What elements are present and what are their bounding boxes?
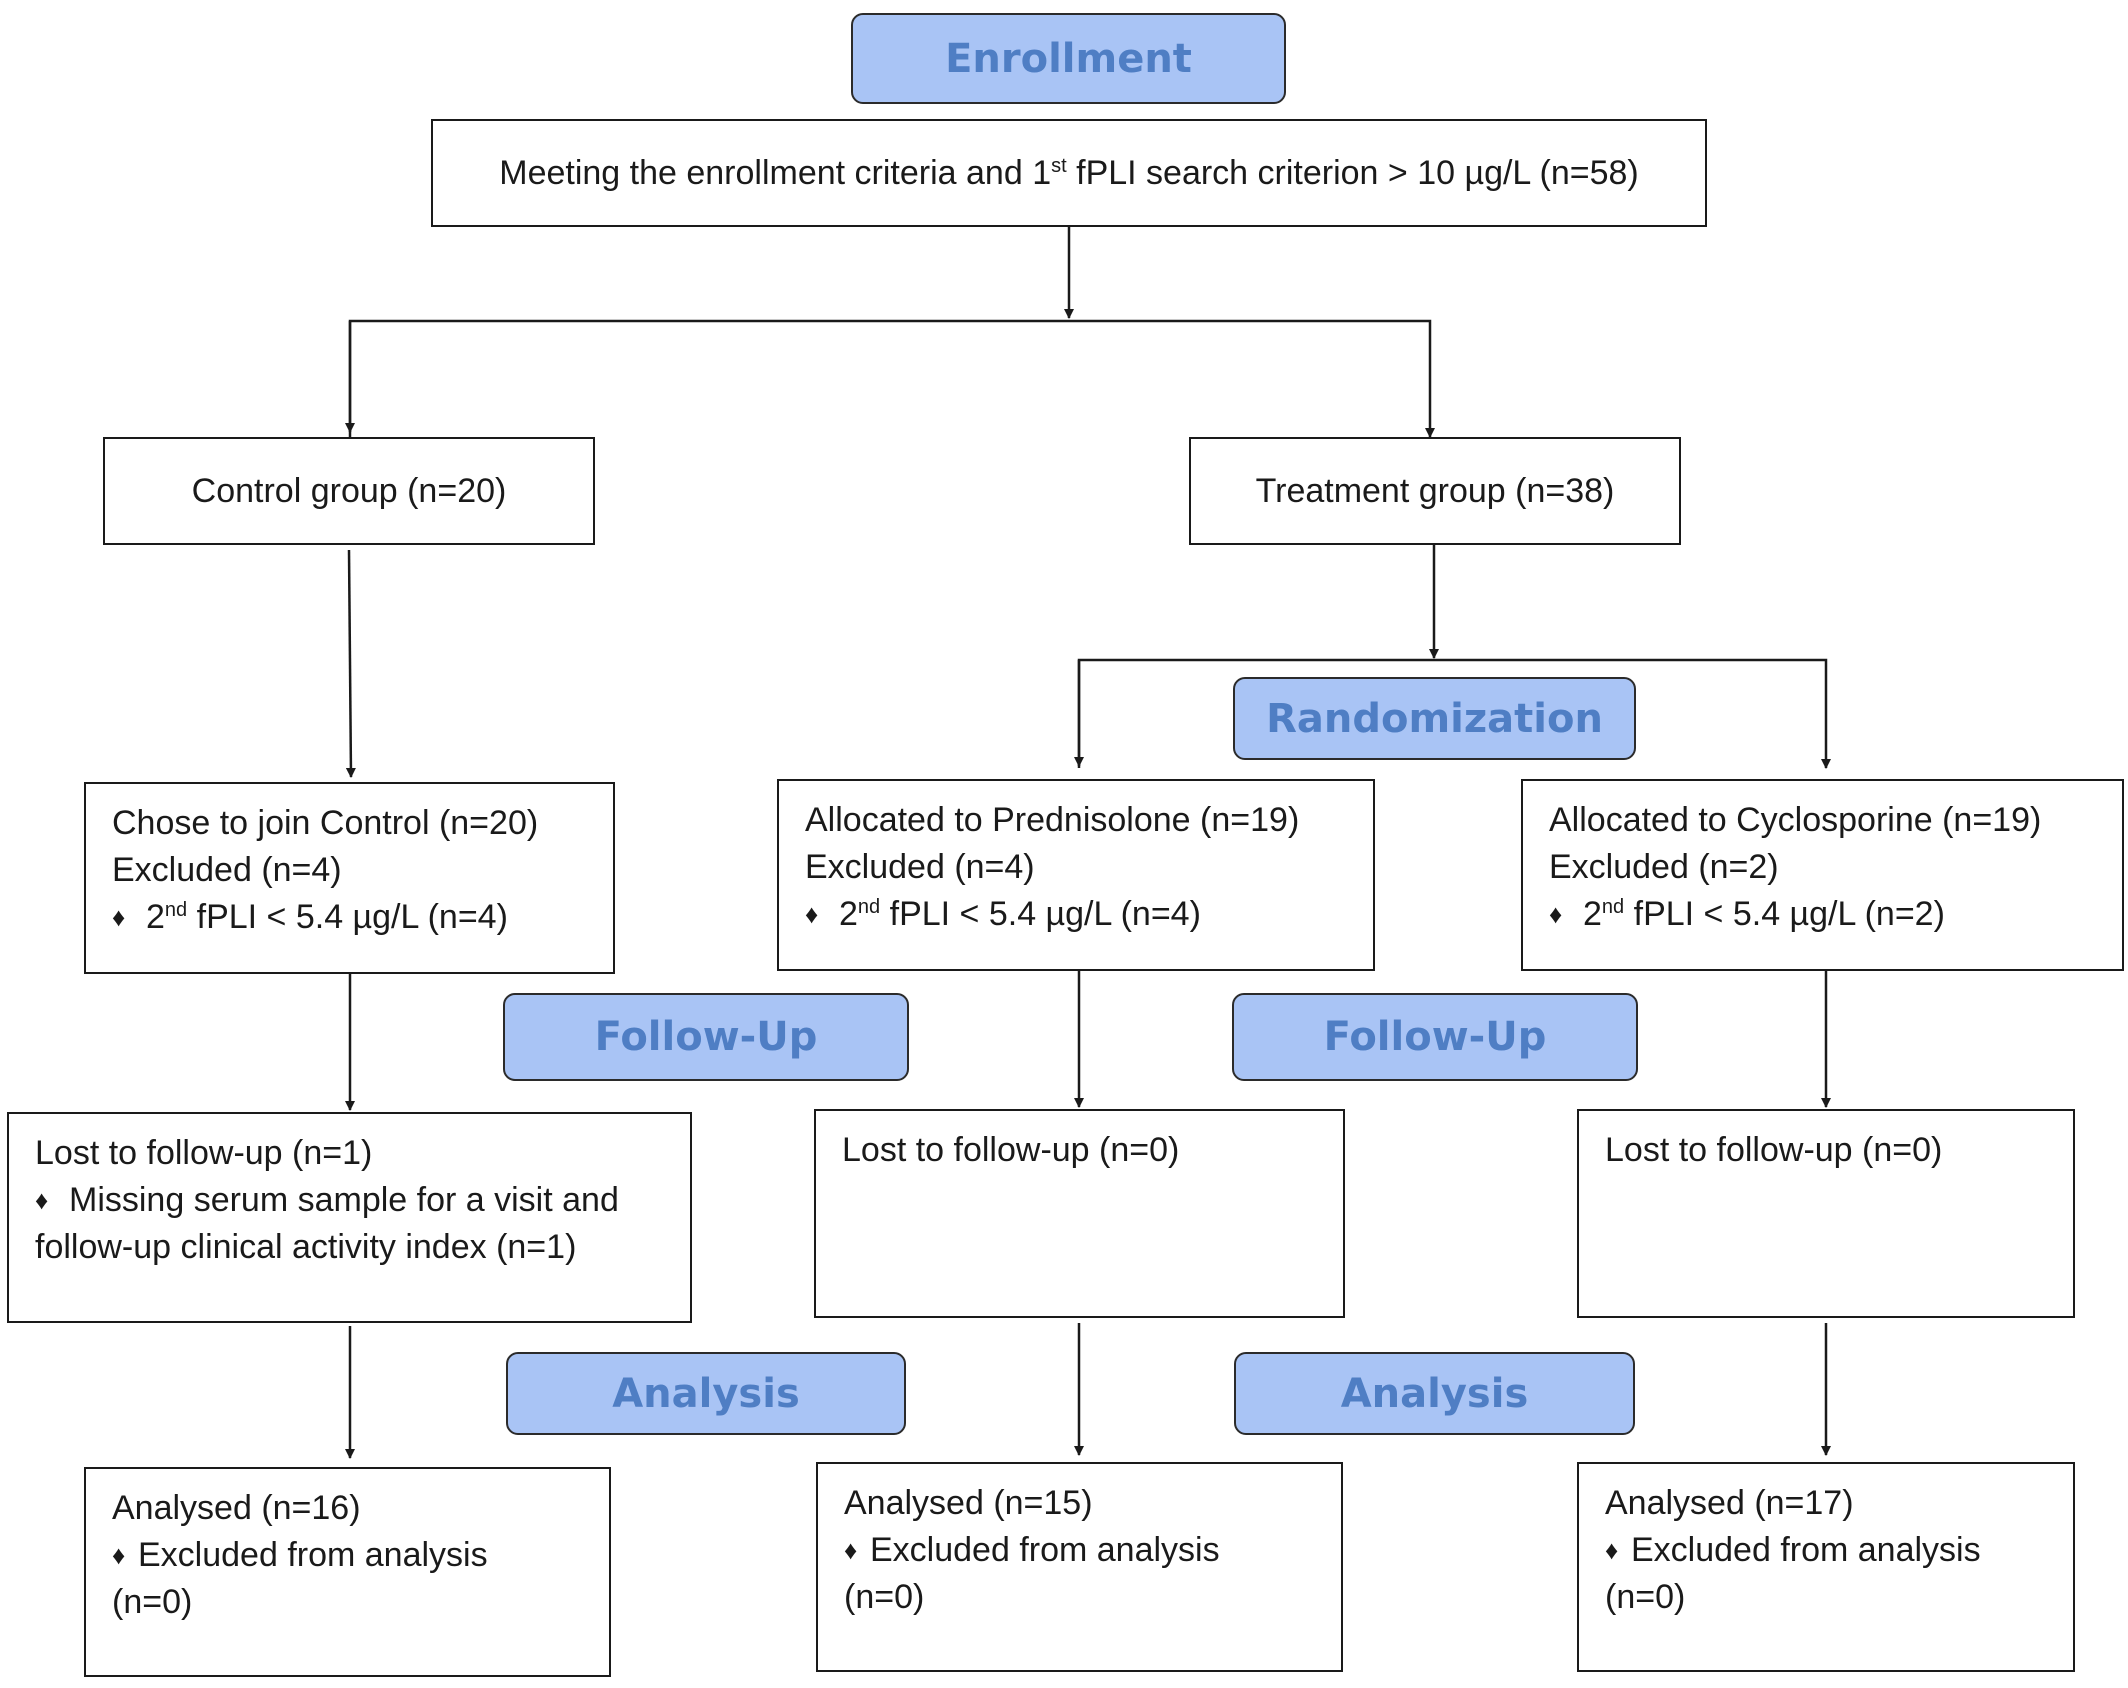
stage-randomization: Randomization (1233, 677, 1636, 760)
analysis-cyclosporine-box: Analysed (n=17) ♦Excluded from analysis … (1577, 1462, 2075, 1672)
bullet-icon: ♦ (1605, 1535, 1619, 1565)
followup-control-title: Lost to follow-up (n=1) (35, 1134, 373, 1172)
followup-cyclosporine-box: Lost to follow-up (n=0) (1577, 1109, 2075, 1318)
followup-cyclosporine-title: Lost to follow-up (n=0) (1605, 1131, 1943, 1169)
analysis-control-excluded: ♦Excluded from analysis (112, 1532, 583, 1579)
bullet-icon: ♦ (112, 1540, 126, 1570)
stage-enrollment: Enrollment (851, 13, 1286, 104)
bullet-icon: ♦ (35, 1185, 49, 1215)
analysis-cyclosporine-excluded: ♦Excluded from analysis (1605, 1527, 2047, 1574)
allocation-control-criterion: ♦2nd fPLI < 5.4 µg/L (n=4) (112, 894, 587, 941)
stage-followup-left: Follow-Up (503, 993, 909, 1081)
enrollment-criteria-text: Meeting the enrollment criteria and 1st … (499, 153, 1639, 192)
bullet-icon: ♦ (844, 1535, 858, 1565)
analysis-prednisolone-box: Analysed (n=15) ♦Excluded from analysis … (816, 1462, 1343, 1672)
followup-prednisolone-box: Lost to follow-up (n=0) (814, 1109, 1345, 1318)
enrollment-criteria-box: Meeting the enrollment criteria and 1st … (431, 119, 1707, 227)
allocation-cyclosporine-box: Allocated to Cyclosporine (n=19) Exclude… (1521, 779, 2124, 971)
followup-control-reason-cont: follow-up clinical activity index (n=1) (35, 1228, 577, 1266)
followup-control-reason: ♦Missing serum sample for a visit and (35, 1177, 664, 1224)
arrow-control-to-allocation (345, 549, 356, 778)
analysis-prednisolone-excluded-count: (n=0) (844, 1578, 925, 1616)
stage-followup-right: Follow-Up (1232, 993, 1638, 1081)
bullet-icon: ♦ (805, 899, 819, 929)
allocation-control-box: Chose to join Control (n=20) Excluded (n… (84, 782, 615, 974)
split-line-top (348, 319, 1435, 438)
analysis-cyclosporine-excluded-count: (n=0) (1605, 1578, 1686, 1616)
analysis-control-title: Analysed (n=16) (112, 1489, 361, 1527)
stage-analysis-right: Analysis (1234, 1352, 1635, 1435)
treatment-group-label: Treatment group (n=38) (1255, 471, 1615, 510)
allocation-control-excluded: Excluded (n=4) (112, 851, 342, 889)
stage-analysis-left: Analysis (506, 1352, 906, 1435)
analysis-control-box: Analysed (n=16) ♦Excluded from analysis … (84, 1467, 611, 1677)
allocation-prednisolone-title: Allocated to Prednisolone (n=19) (805, 801, 1300, 839)
control-group-label: Control group (n=20) (191, 471, 507, 510)
analysis-prednisolone-excluded: ♦Excluded from analysis (844, 1527, 1315, 1574)
allocation-cyclosporine-title: Allocated to Cyclosporine (n=19) (1549, 801, 2042, 839)
bullet-icon: ♦ (112, 902, 126, 932)
allocation-prednisolone-criterion: ♦2nd fPLI < 5.4 µg/L (n=4) (805, 891, 1347, 938)
control-group-box: Control group (n=20) (103, 437, 595, 545)
followup-prednisolone-title: Lost to follow-up (n=0) (842, 1131, 1180, 1169)
allocation-prednisolone-excluded: Excluded (n=4) (805, 848, 1035, 886)
bullet-icon: ♦ (1549, 899, 1563, 929)
treatment-group-box: Treatment group (n=38) (1189, 437, 1681, 545)
allocation-cyclosporine-criterion: ♦2nd fPLI < 5.4 µg/L (n=2) (1549, 891, 2096, 938)
allocation-prednisolone-box: Allocated to Prednisolone (n=19) Exclude… (777, 779, 1375, 971)
analysis-control-excluded-count: (n=0) (112, 1583, 193, 1621)
allocation-control-title: Chose to join Control (n=20) (112, 804, 539, 842)
allocation-cyclosporine-excluded: Excluded (n=2) (1549, 848, 1779, 886)
analysis-prednisolone-title: Analysed (n=15) (844, 1484, 1093, 1522)
analysis-cyclosporine-title: Analysed (n=17) (1605, 1484, 1854, 1522)
followup-control-box: Lost to follow-up (n=1) ♦Missing serum s… (7, 1112, 692, 1323)
